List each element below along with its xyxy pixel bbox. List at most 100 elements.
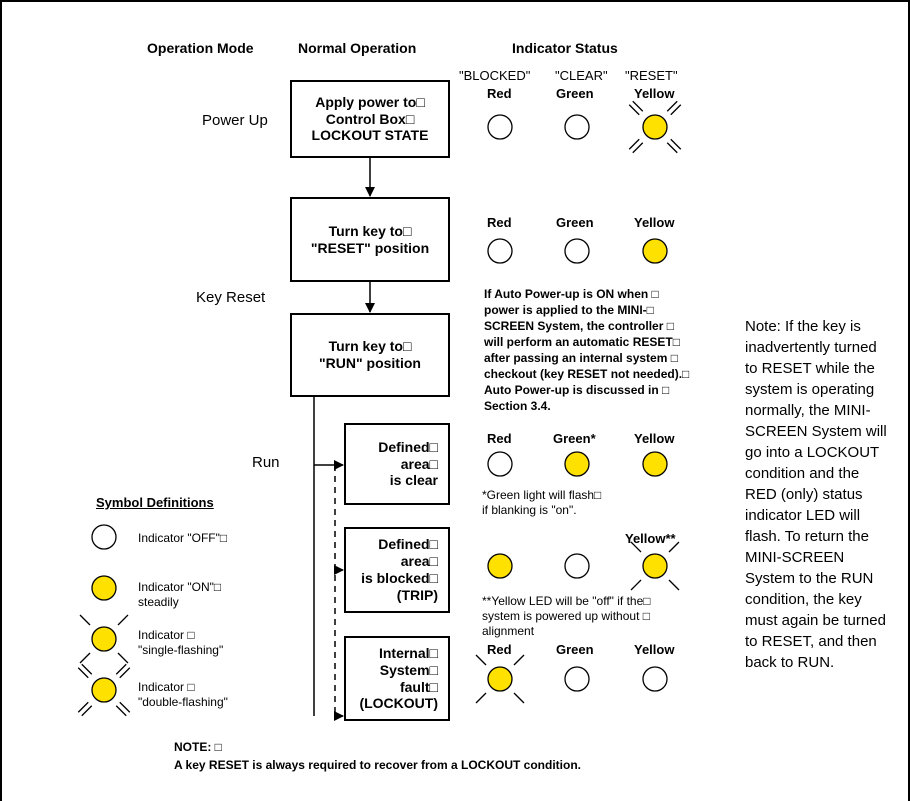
led-ray — [475, 692, 487, 704]
led-blocked-green — [564, 553, 590, 579]
led-clear-red — [487, 451, 513, 477]
side-note-line: back to RUN. — [745, 654, 835, 671]
led-ray — [81, 663, 93, 675]
col-red: Red — [487, 642, 512, 657]
side-note-line: SCREEN System will — [745, 423, 887, 440]
box-apply-power-line: LOCKOUT STATE — [311, 127, 429, 144]
auto-powerup-line: Section 3.4. — [484, 399, 551, 413]
led-ray — [668, 541, 680, 553]
led-fault-yellow-circle — [642, 666, 668, 692]
legend-on-icon-circle — [91, 575, 117, 601]
led-key_reset-red-circle — [487, 238, 513, 264]
led-ray — [632, 100, 644, 112]
side-note-line: System to the RUN — [745, 570, 874, 587]
box-fault-line: (LOCKOUT) — [359, 695, 438, 712]
led-power_up-yellow — [628, 100, 682, 154]
legend-single-flash-icon — [79, 614, 129, 664]
led-ray — [666, 142, 678, 154]
box-fault-line: Internal□ — [378, 644, 438, 661]
box-clear-line: is clear — [389, 472, 438, 489]
legend-off-text: Indicator "OFF"□ — [138, 531, 227, 546]
box-apply-power-line: Control Box□ — [325, 110, 415, 127]
box-apply-power-line: Apply power to□ — [315, 93, 425, 110]
led-fault-red-circle — [487, 666, 513, 692]
led-power_up-yellow-circle — [642, 114, 668, 140]
frame-top-border — [0, 0, 910, 2]
led-clear-red-circle — [487, 451, 513, 477]
col-green-star: Green* — [553, 431, 596, 446]
led-ray — [115, 663, 127, 675]
led-key_reset-green-circle — [564, 238, 590, 264]
led-fault-red — [475, 654, 525, 704]
symbol-definitions-title: Symbol Definitions — [96, 495, 214, 510]
box-area-blocked: Defined□ area□ is blocked□ (TRIP) — [344, 527, 450, 613]
legend-single-flash-icon-circle — [91, 626, 117, 652]
led-clear-green-circle — [564, 451, 590, 477]
side-note-line: condition and the — [745, 465, 860, 482]
side-note-line: normally, the MINI- — [745, 402, 871, 419]
box-turn-key-run: Turn key to□ "RUN" position — [290, 313, 450, 397]
footnote-line: if blanking is "on". — [482, 503, 577, 517]
side-note-line: flash. To return the — [745, 528, 869, 545]
auto-powerup-line: checkout (key RESET not needed).□ — [484, 367, 690, 381]
led-clear-green — [564, 451, 590, 477]
legend-double-flash-icon — [77, 663, 131, 717]
led-blocked-red-circle — [487, 553, 513, 579]
led-ray — [119, 701, 131, 713]
led-power_up-green-circle — [564, 114, 590, 140]
col-red: Red — [487, 86, 512, 101]
legend-line: "single-flashing" — [138, 643, 224, 657]
header-normal-operation: Normal Operation — [298, 40, 417, 56]
col-yellow-2star: Yellow** — [625, 531, 676, 546]
led-fault-green — [564, 666, 590, 692]
box-apply-power: Apply power to□ Control Box□ LOCKOUT STA… — [290, 80, 450, 158]
led-key_reset-green — [564, 238, 590, 264]
auto-powerup-line: power is applied to the MINI-□ — [484, 303, 654, 317]
footnote-yellow-off: **Yellow LED will be "off" if the□ syste… — [482, 594, 651, 639]
box-blocked-line: Defined□ — [378, 536, 438, 553]
box-blocked-line: area□ — [400, 553, 438, 570]
frame-right-border — [908, 0, 910, 801]
footnote-green-flash: *Green light will flash□ if blanking is … — [482, 488, 601, 518]
led-ray — [630, 579, 642, 591]
mode-run: Run — [252, 454, 280, 471]
col-yellow: Yellow — [634, 642, 675, 657]
frame-left-border — [0, 0, 2, 801]
led-power_up-red — [487, 114, 513, 140]
side-note-line: go into a LOCKOUT — [745, 444, 880, 461]
box-system-fault: Internal□ System□ fault□ (LOCKOUT) — [344, 636, 450, 721]
box-fault-line: System□ — [379, 661, 438, 678]
legend-line: steadily — [138, 595, 179, 609]
auto-powerup-text: If Auto Power-up is ON when □ power is a… — [484, 286, 689, 414]
footnote-line: alignment — [482, 624, 535, 638]
auto-powerup-line: will perform an automatic RESET□ — [484, 335, 680, 349]
led-power_up-green — [564, 114, 590, 140]
box-blocked-line: (TRIP) — [396, 586, 438, 603]
box-turn-run-line: Turn key to□ — [328, 338, 412, 355]
led-ray — [666, 100, 678, 112]
col-yellow: Yellow — [634, 215, 675, 230]
box-turn-reset-line: Turn key to□ — [328, 222, 412, 239]
box-clear-line: area□ — [400, 455, 438, 472]
side-note: Note: If the key is inadvertently turned… — [745, 316, 887, 673]
side-note-line: MINI-SCREEN — [745, 549, 845, 566]
box-turn-key-reset: Turn key to□ "RESET" position — [290, 197, 450, 282]
col-green: Green — [556, 86, 594, 101]
led-fault-yellow — [642, 666, 668, 692]
box-turn-run-line: "RUN" position — [319, 355, 421, 371]
footnote-line: system is powered up without □ — [482, 609, 650, 623]
col-yellow: Yellow — [634, 86, 675, 101]
led-key_reset-red — [487, 238, 513, 264]
led-ray — [513, 692, 525, 704]
auto-powerup-line: If Auto Power-up is ON when □ — [484, 287, 659, 301]
box-clear-line: Defined□ — [378, 438, 438, 455]
led-power_up-red-circle — [487, 114, 513, 140]
box-blocked-line: is blocked□ — [361, 570, 438, 586]
mode-key-reset: Key Reset — [196, 289, 266, 306]
legend-line: Indicator "ON"□ — [138, 580, 222, 594]
side-note-line: condition, the key — [745, 591, 862, 608]
legend-on-text: Indicator "ON"□ steadily — [138, 580, 221, 610]
led-ray — [79, 652, 91, 664]
